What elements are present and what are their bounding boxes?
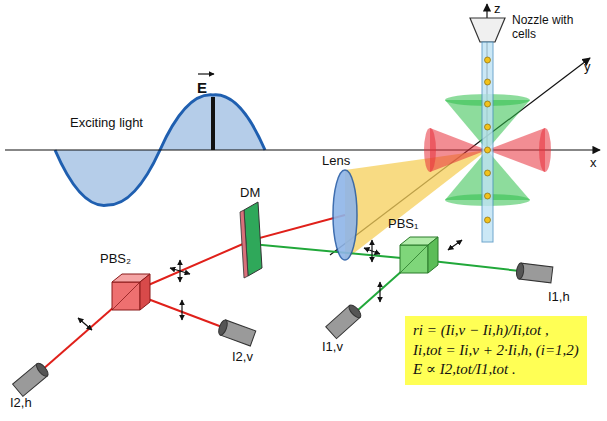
- label: DM: [240, 186, 260, 201]
- light-wave: [55, 74, 265, 205]
- label: Exciting light: [70, 116, 143, 131]
- label: PBS₁: [388, 217, 418, 232]
- formula: Ii,tot = Ii,v + 2·Ii,h, (i=1,2): [413, 341, 579, 361]
- beam-splitter-cube: [400, 237, 438, 273]
- label: x: [590, 156, 597, 171]
- label: y: [584, 60, 591, 75]
- formula: ri = (Ii,v − Ii,h)/Ii,tot ,: [413, 321, 579, 341]
- label: z: [494, 2, 501, 17]
- label: Lens: [322, 154, 350, 169]
- detector: [13, 361, 50, 396]
- label: I1,h: [548, 290, 570, 305]
- formula-box: ri = (Ii,v − Ii,h)/Ii,tot ,Ii,tot = Ii,v…: [405, 316, 587, 385]
- detector: [326, 303, 363, 339]
- label: E: [197, 79, 207, 96]
- label: I1,v: [322, 340, 343, 355]
- detector: [516, 263, 553, 283]
- beam-splitter-cube: [112, 274, 150, 310]
- formula: E ∝ I2,tot/I1,tot .: [413, 360, 579, 380]
- nozzle: [470, 18, 505, 242]
- label: PBS₂: [100, 252, 131, 267]
- dichroic-mirror: [240, 202, 262, 278]
- lens: [333, 170, 357, 260]
- label: Nozzle with cells: [512, 14, 574, 42]
- axes: [5, 3, 600, 415]
- label: I2,v: [232, 350, 253, 365]
- detector: [217, 319, 256, 346]
- label: I2,h: [10, 396, 32, 411]
